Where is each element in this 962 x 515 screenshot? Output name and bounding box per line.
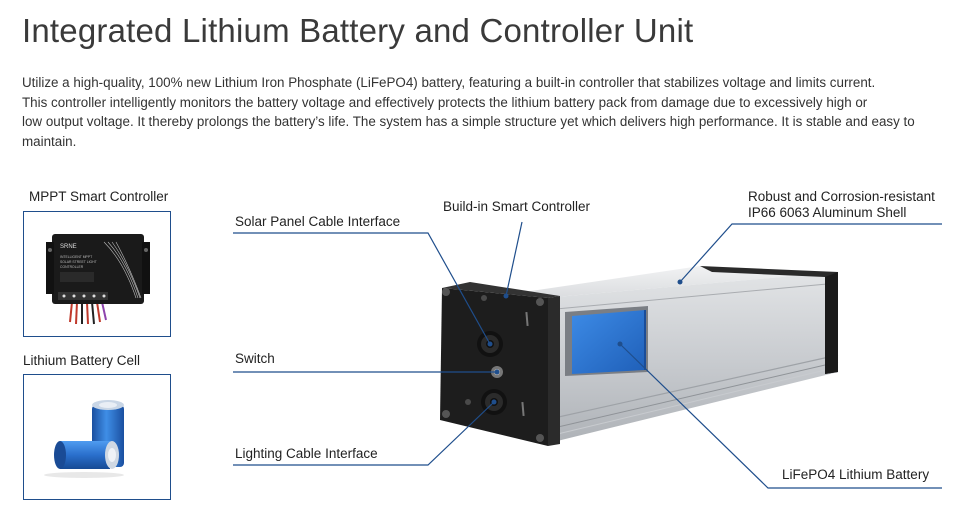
- cell-inset-image: [23, 374, 171, 500]
- callout-line-controller: [505, 221, 523, 297]
- description-line: This controller intelligently monitors t…: [22, 94, 868, 110]
- callout-line-shell: [679, 223, 942, 283]
- battery-cell-image: [44, 400, 124, 478]
- description-line: low output voltage. It thereby prolongs …: [22, 114, 915, 129]
- controller-text-line: SOLAR STREET LIGHT: [60, 260, 97, 264]
- description-line: maintain.: [22, 133, 77, 149]
- controller-text-line: INTELLIGENT MPPT: [60, 255, 92, 259]
- shell-label-line1: Robust and Corrosion-resistant: [748, 189, 935, 204]
- cell-inset-label: Lithium Battery Cell: [23, 353, 141, 368]
- smart-controller-label: Build-in Smart Controller: [443, 199, 591, 214]
- callout-line-lighting: [233, 401, 495, 466]
- controller-text-line: CONTROLLER: [60, 265, 84, 269]
- lifepo4-battery-label: LiFePO4 Lithium Battery: [782, 467, 930, 482]
- mppt-controller-image: SRNE INTELLIGENT MPPT SOLAR STREET LIGHT…: [46, 234, 150, 325]
- controller-inset-image: SRNE INTELLIGENT MPPT SOLAR STREET LIGHT…: [23, 211, 171, 337]
- switch-label: Switch: [235, 351, 275, 366]
- description-line: Utilize a high-quality, 100% new Lithium…: [22, 75, 876, 90]
- controller-inset-label: MPPT Smart Controller: [29, 189, 169, 204]
- shell-top: [470, 266, 838, 300]
- shell-label-line2: IP66 6063 Aluminum Shell: [748, 205, 907, 220]
- solar-cable-interface-label: Solar Panel Cable Interface: [235, 214, 401, 229]
- callout-line-solar: [233, 232, 491, 345]
- description: Utilize a high-quality, 100% new Lithium…: [22, 73, 957, 151]
- lighting-cable-interface-label: Lighting Cable Interface: [235, 446, 378, 461]
- lifepo4-battery-window: [572, 310, 645, 374]
- controller-brand: SRNE: [60, 244, 77, 250]
- page-title: Integrated Lithium Battery and Controlle…: [22, 12, 694, 49]
- callout-line-battery: [619, 343, 942, 489]
